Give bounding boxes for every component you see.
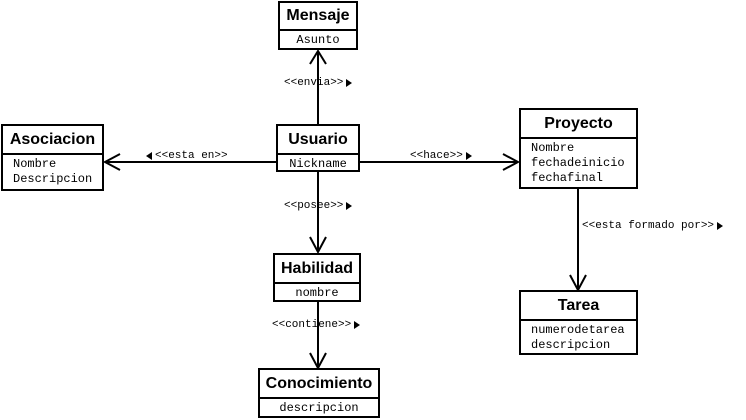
attribute: numerodetarea	[531, 323, 625, 337]
label-esta-formado-por: <<esta formado por>>	[582, 220, 724, 232]
attribute: Descripcion	[13, 172, 93, 186]
class-tarea-name: Tarea	[521, 292, 636, 321]
class-habilidad[interactable]: Habilidad nombre	[273, 253, 361, 302]
class-mensaje-name: Mensaje	[280, 3, 356, 31]
label-posee-text: <<posee>>	[284, 200, 344, 212]
attribute: Nickname	[289, 157, 347, 171]
direction-right-icon	[346, 202, 353, 210]
label-esta-formado-por-text: <<esta formado por>>	[582, 220, 715, 232]
attribute: Nombre	[531, 141, 575, 155]
label-esta-en-text: <<esta en>>	[155, 150, 228, 162]
attribute: nombre	[295, 286, 339, 300]
direction-right-icon	[465, 152, 472, 160]
class-mensaje[interactable]: Mensaje Asunto	[278, 1, 358, 50]
class-proyecto-attributes: Nombre fechadeinicio fechafinal	[521, 139, 636, 188]
label-envia: <<envia>>	[284, 77, 353, 89]
direction-right-icon	[354, 321, 361, 329]
arrowhead-mensaje	[309, 49, 327, 65]
label-contiene: <<contiene>>	[272, 319, 361, 331]
direction-right-icon	[346, 79, 353, 87]
attribute: Nombre	[13, 157, 57, 171]
class-asociacion-attributes: Nombre Descripcion	[3, 155, 102, 189]
label-hace-text: <<hace>>	[410, 150, 463, 162]
direction-left-icon	[146, 152, 152, 160]
class-tarea[interactable]: Tarea numerodetarea descripcion	[519, 290, 638, 355]
label-contiene-text: <<contiene>>	[272, 319, 352, 331]
class-asociacion-name: Asociacion	[3, 126, 102, 155]
class-proyecto-name: Proyecto	[521, 110, 636, 139]
attribute: fechadeinicio	[531, 156, 625, 170]
class-asociacion[interactable]: Asociacion Nombre Descripcion	[1, 124, 104, 191]
class-usuario[interactable]: Usuario Nickname	[276, 124, 360, 172]
label-hace: <<hace>>	[410, 150, 472, 162]
class-conocimiento[interactable]: Conocimiento descripcion	[258, 368, 380, 418]
label-envia-text: <<envia>>	[284, 77, 344, 89]
direction-right-icon	[717, 222, 724, 230]
class-conocimiento-name: Conocimiento	[260, 370, 378, 399]
class-usuario-name: Usuario	[278, 126, 358, 155]
attribute: descripcion	[531, 338, 611, 352]
class-habilidad-name: Habilidad	[275, 255, 359, 284]
class-usuario-attributes: Nickname	[278, 155, 358, 174]
arrowhead-proyecto	[502, 153, 521, 171]
class-proyecto[interactable]: Proyecto Nombre fechadeinicio fechafinal	[519, 108, 638, 189]
attribute: Asunto	[296, 33, 340, 47]
class-conocimiento-attributes: descripcion	[260, 399, 378, 418]
attribute: descripcion	[279, 401, 359, 415]
arrowhead-asociacion	[102, 153, 121, 171]
class-habilidad-attributes: nombre	[275, 284, 359, 303]
attribute: fechafinal	[531, 171, 604, 185]
label-esta-en: <<esta en>>	[146, 150, 228, 162]
class-mensaje-attributes: Asunto	[280, 31, 356, 50]
arrowhead-habilidad	[309, 236, 327, 255]
label-posee: <<posee>>	[284, 200, 353, 212]
class-tarea-attributes: numerodetarea descripcion	[521, 321, 636, 355]
